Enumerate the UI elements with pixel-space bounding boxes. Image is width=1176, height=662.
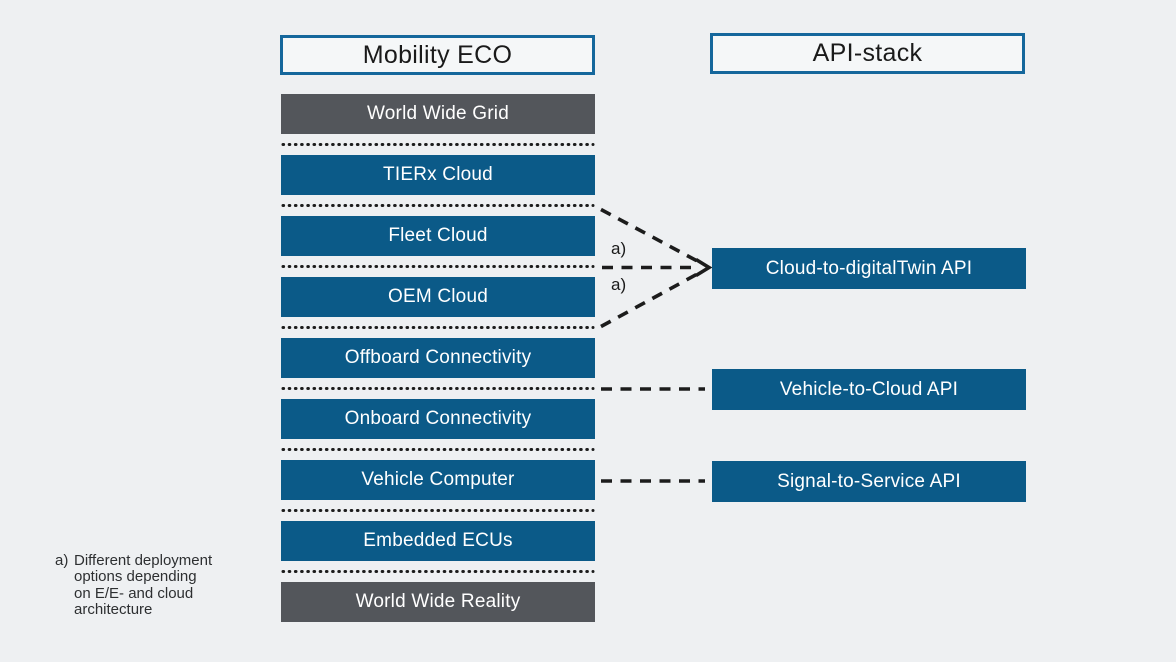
footnote-text: Different deployment options depending o… bbox=[74, 552, 213, 618]
layer-world-wide-reality: World Wide Reality bbox=[281, 582, 595, 622]
layer-tierx-cloud: TIERx Cloud bbox=[281, 155, 595, 195]
api-vehicle-to-cloud: Vehicle-to-Cloud API bbox=[712, 369, 1026, 410]
mobility-eco-title: Mobility ECO bbox=[280, 35, 595, 75]
deployment-marker-a-2: a) bbox=[611, 275, 627, 294]
layer-world-wide-grid: World Wide Grid bbox=[281, 94, 595, 134]
api-cloud-to-digitaltwin: Cloud-to-digitalTwin API bbox=[712, 248, 1026, 289]
layer-oem-cloud: OEM Cloud bbox=[281, 277, 595, 317]
api-stack-title: API-stack bbox=[710, 33, 1025, 74]
layer-embedded-ecus: Embedded ECUs bbox=[281, 521, 595, 561]
api-signal-to-service: Signal-to-Service API bbox=[712, 461, 1026, 502]
layer-onboard-connectivity: Onboard Connectivity bbox=[281, 399, 595, 439]
footnote: a) Different deployment options dependin… bbox=[55, 552, 213, 618]
layer-fleet-cloud: Fleet Cloud bbox=[281, 216, 595, 256]
deployment-marker-a-1: a) bbox=[611, 239, 627, 258]
layer-offboard-connectivity: Offboard Connectivity bbox=[281, 338, 595, 378]
arrowhead-icon bbox=[695, 257, 713, 278]
layer-vehicle-computer: Vehicle Computer bbox=[281, 460, 595, 500]
footnote-marker: a) bbox=[55, 552, 69, 569]
